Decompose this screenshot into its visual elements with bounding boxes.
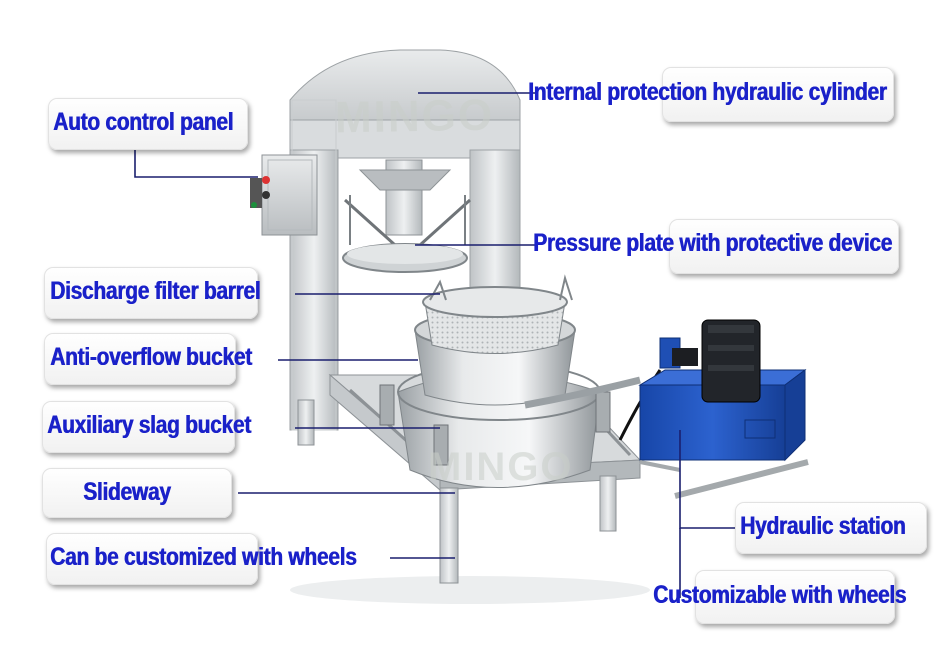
leg-back-left xyxy=(297,399,315,446)
callout-box-auto-control-panel xyxy=(48,98,248,150)
callout-box-discharge-barrel xyxy=(44,267,258,319)
callout-box-hydraulic-station xyxy=(735,502,927,554)
callout-discharge-barrel: Discharge filter barrel xyxy=(50,277,261,305)
watermark-bottom: MINGO xyxy=(428,445,574,489)
callout-box-customized-wheels xyxy=(46,533,258,585)
callout-internal-cylinder: Internal protection hydraulic cylinder xyxy=(528,78,887,106)
control-box xyxy=(261,154,318,236)
callout-hydraulic-station: Hydraulic station xyxy=(740,512,906,540)
callout-pressure-plate: Pressure plate with protective device xyxy=(533,229,892,257)
hydraulic-motor xyxy=(701,319,761,403)
leg-front-right xyxy=(599,475,617,532)
callout-box-slideway xyxy=(42,468,232,518)
callout-auxiliary-slag: Auxiliary slag bucket xyxy=(47,411,251,439)
watermark-top: MINGO xyxy=(334,90,495,143)
leg-front-left xyxy=(439,487,459,584)
callout-box-auxiliary-slag xyxy=(42,401,235,453)
callout-box-anti-overflow xyxy=(44,333,236,385)
callout-anti-overflow: Anti-overflow bucket xyxy=(50,343,252,371)
callout-customized-wheels: Can be customized with wheels xyxy=(50,543,357,571)
ground-shadow xyxy=(290,576,650,604)
callout-auto-control-panel: Auto control panel xyxy=(53,108,234,136)
leader-lines xyxy=(134,92,738,598)
callout-box-pressure-plate xyxy=(669,219,899,274)
callout-box-internal-cylinder xyxy=(662,67,894,122)
callout-box-customizable-wheels xyxy=(695,570,895,624)
callout-slideway: Slideway xyxy=(83,478,171,506)
callout-customizable-wheels: Customizable with wheels xyxy=(653,581,907,609)
hydraulic-pipe xyxy=(524,376,641,409)
